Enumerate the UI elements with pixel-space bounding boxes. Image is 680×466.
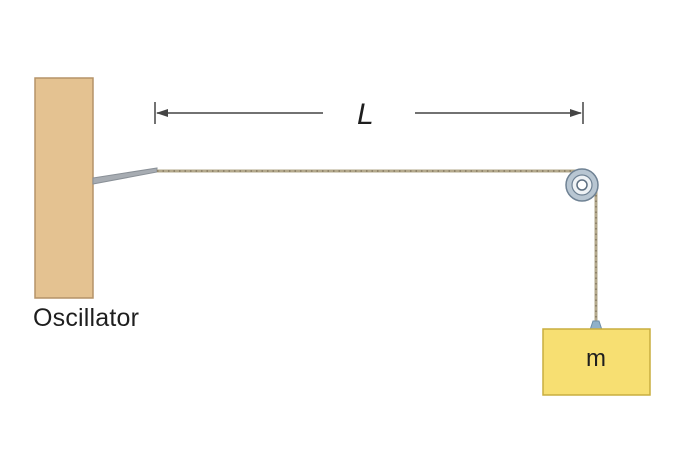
arrowhead-left-icon (156, 109, 168, 117)
pulley-icon (565, 168, 599, 202)
length-label: L (357, 98, 374, 131)
arrowhead-right-icon (570, 109, 582, 117)
oscillator-label: Oscillator (33, 304, 140, 332)
mass-label: m (586, 345, 606, 372)
oscillator-block (34, 77, 94, 299)
oscillator-rod (92, 167, 158, 185)
length-dimension (154, 102, 584, 124)
hanging-mass (542, 328, 651, 396)
